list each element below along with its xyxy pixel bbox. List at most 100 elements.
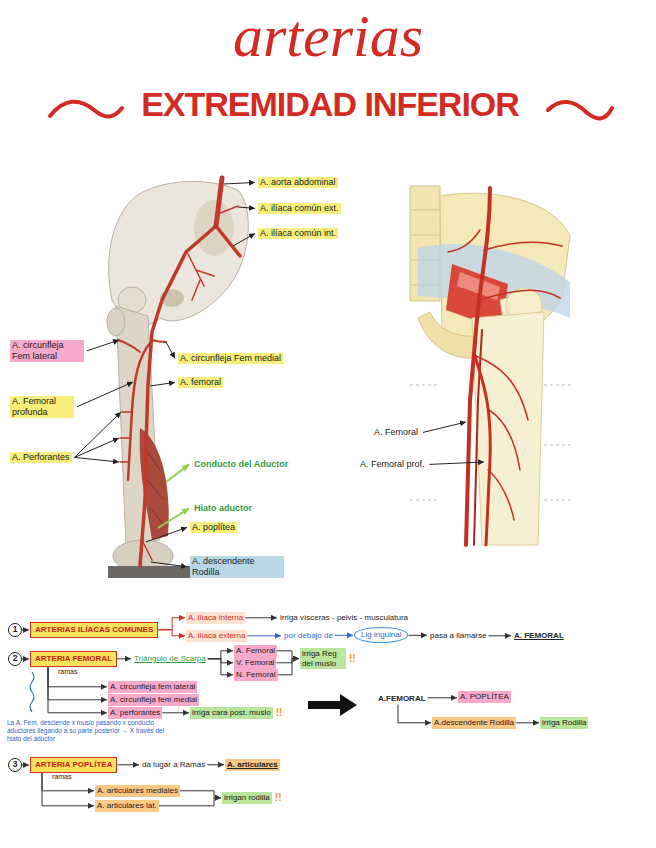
part-label: A. Femoral prof.: [358, 459, 427, 470]
femur-bone: [107, 287, 173, 572]
node-text: A. articulares: [227, 760, 278, 770]
highlight-text: A. circunfleja fem lateral: [108, 681, 197, 693]
node-text: por debajo de: [284, 631, 333, 641]
artery: [118, 340, 140, 352]
emphasis-mark: !!: [276, 707, 283, 719]
connector: [158, 618, 185, 630]
node-text: A. circunfleja fem medial: [110, 695, 197, 705]
artery: [120, 412, 131, 462]
callout-number: 3: [8, 758, 22, 772]
connector: [42, 773, 94, 791]
title-tilde: [548, 102, 612, 118]
leader-line: [166, 464, 189, 482]
highlight-text: irrigan rodilla: [222, 792, 272, 804]
femur-bone: [472, 288, 544, 545]
leader-line: [158, 508, 189, 528]
connector: [162, 712, 189, 713]
leader-line: [75, 457, 120, 462]
part-label: A. descendente Rodilla: [190, 556, 284, 578]
callout-number: 1: [8, 623, 22, 637]
heading-box: ARTERIAS ILÍACAS COMUNES: [30, 622, 158, 638]
connector: [22, 629, 29, 630]
connector: [516, 722, 539, 723]
highlight-text: irriga Rodilla: [540, 717, 588, 729]
connector: [48, 667, 107, 700]
leader-line: [75, 412, 122, 457]
connector: [22, 658, 29, 659]
title-text: arterias: [0, 6, 656, 66]
node-text: A. ilíaca externa: [188, 631, 245, 641]
connector: [117, 658, 131, 659]
block-arrow: [308, 694, 357, 716]
highlight-text: A. articulares mediales: [95, 785, 180, 797]
title-tilde: [50, 102, 122, 117]
node-text: Lig inguinal: [361, 630, 401, 640]
leader-line: [224, 182, 255, 184]
part-label: A. Perforantes: [10, 452, 72, 463]
highlight-text: irriga cara post. muslo: [190, 707, 273, 719]
artery: [216, 178, 222, 226]
node-text: A. Femoral: [236, 646, 275, 656]
underlined-text: A. FEMORAL: [512, 630, 566, 642]
leader-line: [87, 340, 119, 351]
node-text: A. circunfleja fem lateral: [110, 682, 195, 692]
circled-text: Lig inguinal: [354, 627, 408, 643]
connector: [48, 667, 107, 713]
leader-line: [166, 342, 175, 358]
node-text: 1: [9, 624, 21, 636]
squiggle: [30, 672, 34, 712]
node-text: A. POPLÍTEA: [460, 692, 509, 702]
highlight-text: A.descendente Rodilla: [432, 717, 516, 729]
note-text: da lugar a Ramas: [140, 759, 207, 771]
part-label: A. Femoral: [372, 427, 420, 438]
knee-shadow: [108, 566, 203, 578]
highlight-text: A. articulares: [225, 759, 280, 771]
node-text: ARTERIAS ILÍACAS COMUNES: [35, 625, 153, 635]
connector: [277, 651, 299, 659]
node-text: 3: [9, 759, 21, 771]
leader-line: [150, 382, 175, 386]
highlight-text: V. Femoral: [234, 657, 276, 669]
node-text: irriga vísceras - pelvis - musculatura: [280, 613, 408, 623]
note-text: A.FEMORAL: [376, 693, 428, 705]
part-label: A. circunfleja Fem lateral: [10, 340, 84, 362]
leader-line: [146, 527, 187, 542]
note-text: irriga vísceras - pelvis - musculatura: [278, 612, 410, 624]
adductor-muscle: [146, 450, 165, 526]
part-label: A. circunfleja Fem medial: [178, 353, 283, 364]
part-label: A. femoral: [178, 377, 223, 388]
connector: [489, 635, 512, 636]
connector: [207, 764, 224, 765]
part-label: A. poplítea: [190, 522, 237, 533]
leader-line: [430, 462, 485, 464]
connector: [180, 791, 221, 798]
connector: [42, 773, 94, 806]
node-text: pasa a llamarse: [430, 631, 486, 641]
artery: [216, 226, 240, 256]
highlight-text: A. POPLÍTEA: [458, 691, 511, 703]
subtitle: EXTREMIDAD INFERIOR: [0, 86, 656, 123]
artery: [152, 340, 166, 342]
artery: [142, 540, 152, 560]
note-text: por debajo de: [282, 630, 335, 642]
connector: [245, 617, 277, 618]
node-text: A.FEMORAL: [378, 694, 426, 704]
leader-line: [423, 422, 466, 432]
note-text: pasa a llamarse: [428, 630, 488, 642]
connector: [158, 630, 185, 636]
leader-line: [77, 382, 133, 407]
artery: [448, 230, 562, 520]
femur-bone: [107, 308, 125, 336]
node-text: ARTERIA POPLÍTEA: [35, 760, 112, 770]
part-label: A. Femoral profunda: [10, 396, 74, 418]
node-text: 2: [9, 653, 21, 665]
artery: [218, 206, 238, 214]
emphasis-mark: !!: [349, 653, 356, 665]
guide-line: [410, 385, 572, 500]
part-label: A. ilíaca común int.: [258, 228, 338, 239]
branch-label: ramas: [50, 773, 73, 781]
connector: [208, 651, 233, 659]
node-text: da lugar a Ramas: [142, 760, 205, 770]
